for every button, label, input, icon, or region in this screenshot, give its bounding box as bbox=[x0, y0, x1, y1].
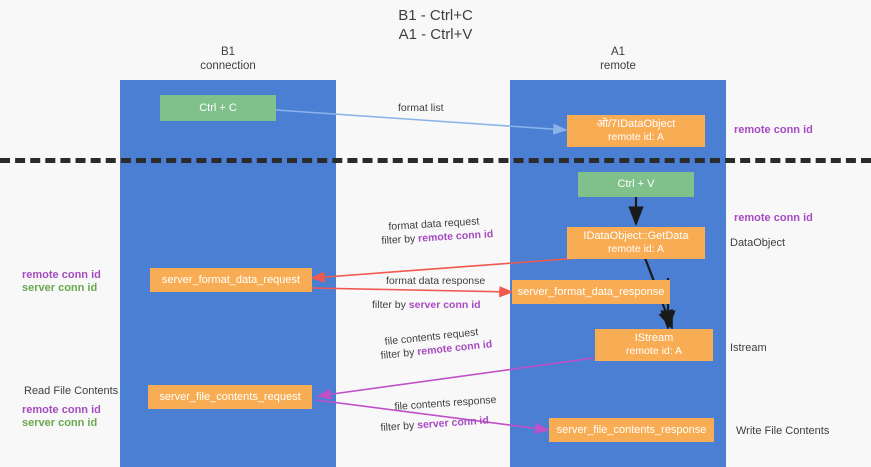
node-getdata[interactable]: IDataObject::GetData remote id: A bbox=[567, 227, 705, 259]
node-ctrl-v[interactable]: Ctrl + V bbox=[578, 172, 694, 197]
title-line-2: A1 - Ctrl+V bbox=[398, 26, 473, 43]
side-label-write-file-contents: Write File Contents bbox=[736, 424, 829, 438]
side-label-left-server-conn-id-mid-text: server conn id bbox=[22, 282, 98, 294]
lane-header-b1-name: B1 bbox=[220, 46, 236, 58]
node-server-format-data-response-label: server_format_data_response bbox=[517, 285, 665, 298]
edge-label-format-list: format list bbox=[398, 101, 444, 115]
node-istream-remote-id: remote id: A bbox=[625, 345, 683, 357]
phase-divider bbox=[0, 158, 871, 163]
edge-label-format-data-response-filter: filter by server conn id bbox=[372, 298, 481, 312]
filter-prefix: filter by bbox=[380, 346, 418, 362]
node-server-file-contents-request-label: server_file_contents_request bbox=[159, 390, 301, 403]
side-label-istream-text: Istream bbox=[730, 342, 767, 354]
side-label-left-remote-conn-id-mid: remote conn id bbox=[22, 268, 101, 282]
side-label-left-remote-conn-id-bot: remote conn id bbox=[22, 403, 101, 417]
lane-header-b1-sub: connection bbox=[200, 60, 256, 72]
filter-key-server-conn-id: server conn id bbox=[408, 299, 481, 311]
node-idataobject-label: ऒ/7IDataObject bbox=[596, 118, 676, 130]
node-istream[interactable]: IStream remote id: A bbox=[595, 329, 713, 361]
node-server-format-data-response[interactable]: server_format_data_response bbox=[512, 280, 670, 304]
side-label-read-file-contents: Read File Contents bbox=[24, 384, 118, 398]
lane-header-a1-sub: remote bbox=[600, 60, 636, 72]
lane-header-a1-name: A1 bbox=[610, 46, 626, 58]
filter-prefix: filter by bbox=[372, 299, 409, 311]
side-label-remote-conn-id-top-text: remote conn id bbox=[734, 124, 813, 136]
side-label-left-remote-conn-id-bot-text: remote conn id bbox=[22, 404, 101, 416]
side-label-remote-conn-id-mid-text: remote conn id bbox=[734, 212, 813, 224]
filter-prefix: filter by bbox=[381, 232, 419, 247]
node-server-file-contents-response-label: server_file_contents_response bbox=[556, 423, 707, 436]
node-server-format-data-request[interactable]: server_format_data_request bbox=[150, 268, 312, 292]
node-server-format-data-request-label: server_format_data_request bbox=[161, 273, 301, 286]
node-idataobject[interactable]: ऒ/7IDataObject remote id: A bbox=[567, 115, 705, 147]
node-getdata-label: IDataObject::GetData bbox=[583, 230, 689, 242]
title-line-1: B1 - Ctrl+C bbox=[398, 7, 473, 24]
side-label-remote-conn-id-mid: remote conn id bbox=[734, 211, 813, 225]
arrow-format-data-request bbox=[310, 257, 581, 283]
side-label-dataobject-text: DataObject bbox=[730, 237, 786, 249]
side-label-left-server-conn-id-bot-text: server conn id bbox=[22, 417, 98, 429]
edge-label-format-data-response: format data response bbox=[386, 274, 485, 288]
node-getdata-remote-id: remote id: A bbox=[607, 243, 665, 255]
node-ctrl-c-label: Ctrl + C bbox=[199, 101, 237, 114]
node-server-file-contents-request[interactable]: server_file_contents_request bbox=[148, 385, 312, 409]
arrow-format-data-response bbox=[311, 286, 514, 298]
arrow-file-contents-response bbox=[315, 399, 550, 434]
side-label-left-remote-conn-id-mid-text: remote conn id bbox=[22, 269, 101, 281]
lane-header-b1: B1 connection bbox=[120, 45, 336, 73]
side-label-istream: Istream bbox=[730, 341, 767, 355]
side-label-left-server-conn-id-mid: server conn id bbox=[22, 281, 97, 295]
lane-header-a1: A1 remote bbox=[510, 45, 726, 73]
arrow-format-list bbox=[275, 109, 568, 135]
node-istream-label: IStream bbox=[634, 332, 674, 344]
side-label-write-file-contents-text: Write File Contents bbox=[736, 425, 830, 437]
arrow-file-contents-request bbox=[316, 357, 595, 400]
side-label-read-file-contents-text: Read File Contents bbox=[24, 385, 119, 397]
page-title: B1 - Ctrl+C A1 - Ctrl+V bbox=[0, 6, 871, 44]
node-ctrl-c[interactable]: Ctrl + C bbox=[160, 95, 276, 121]
filter-prefix: filter by bbox=[380, 419, 418, 434]
node-server-file-contents-response[interactable]: server_file_contents_response bbox=[549, 418, 714, 442]
side-label-remote-conn-id-top: remote conn id bbox=[734, 123, 813, 137]
node-idataobject-remote-id: remote id: A bbox=[607, 131, 665, 143]
node-ctrl-v-label: Ctrl + V bbox=[617, 178, 655, 190]
edge-label-format-data-response-text: format data response bbox=[386, 275, 486, 287]
side-label-dataobject: DataObject bbox=[730, 236, 785, 250]
side-label-left-server-conn-id-bot: server conn id bbox=[22, 416, 97, 430]
edge-label-format-list-text: format list bbox=[398, 102, 444, 114]
